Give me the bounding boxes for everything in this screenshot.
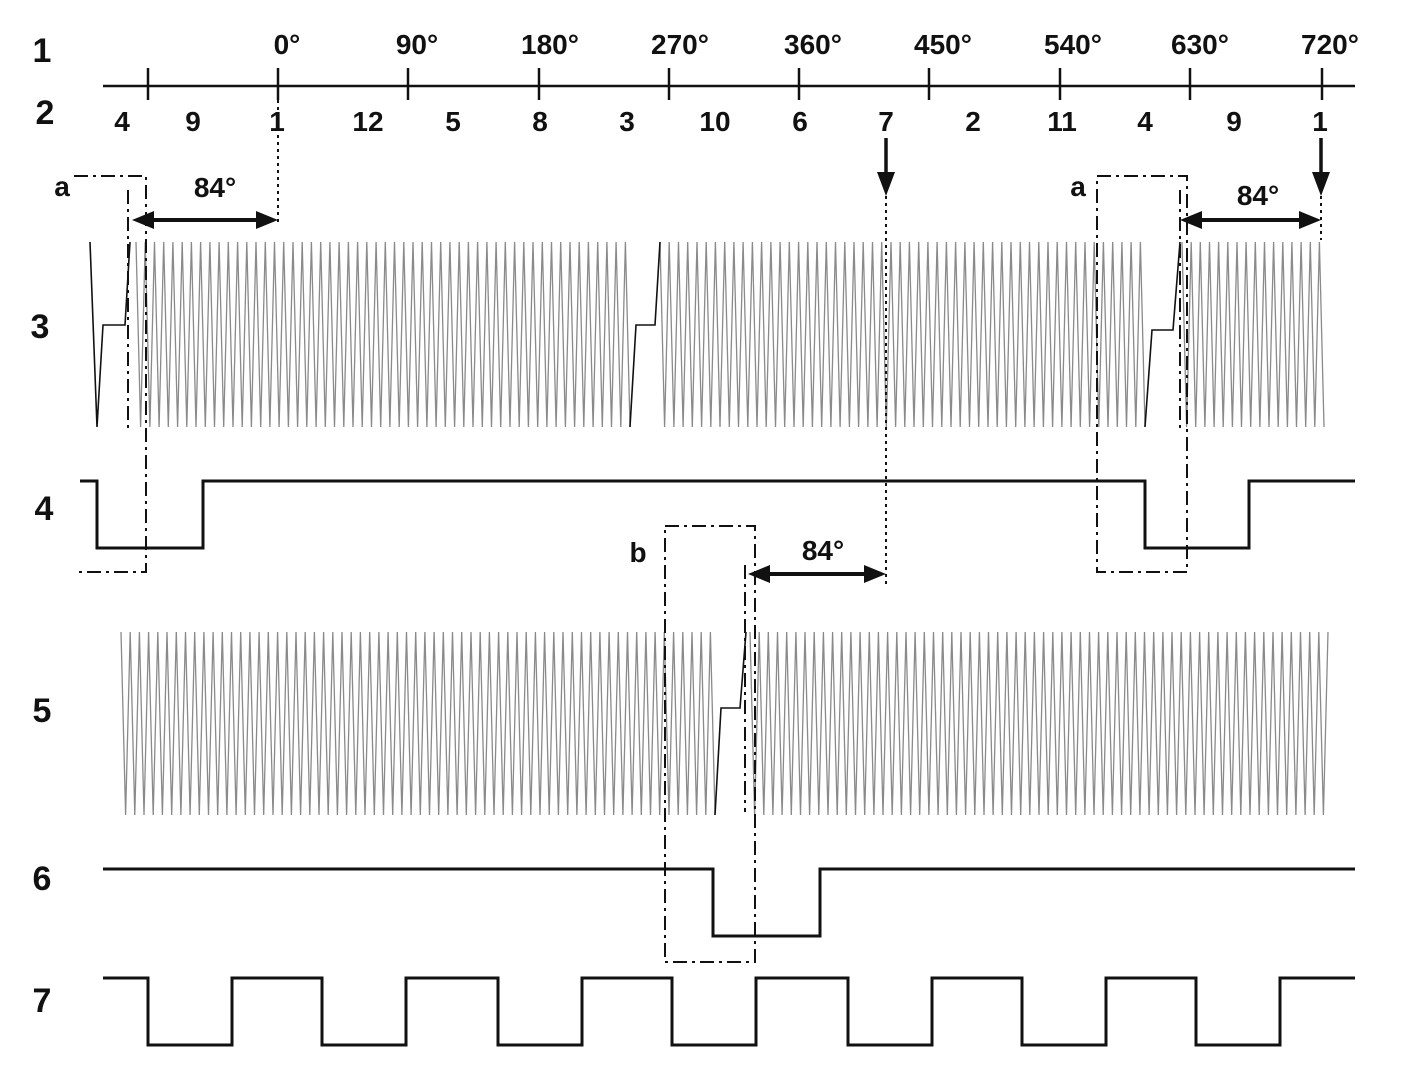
row6-cam-reference-signal (103, 867, 1355, 938)
firing-order-cylinder: 11 (1047, 106, 1077, 137)
dimension-arrow-head (132, 211, 154, 229)
sensor-wave-segment (1181, 241, 1325, 428)
reference-arrow-head (1312, 172, 1330, 196)
firing-order-cylinder: 9 (185, 106, 201, 137)
sensor-wave-segment (120, 631, 716, 816)
row4-crank-reference-signal (80, 479, 1355, 550)
degree-label-450: 450° (914, 29, 972, 60)
sensor-wave-segment (135, 241, 631, 428)
row-label-7: 7 (33, 982, 52, 1020)
row-label-6: 6 (33, 860, 52, 898)
dimension-arrow-head (864, 565, 886, 583)
annotation-labels: 84° 84° 84° a a b (54, 171, 1279, 568)
degree-label-180: 180° (521, 29, 579, 60)
reference-arrow-head (877, 172, 895, 196)
row-labels: 1 2 3 4 5 6 7 (31, 32, 55, 1020)
degree-label-720: 720° (1301, 29, 1359, 60)
row-label-5: 5 (33, 692, 52, 730)
degree-label-540: 540° (1044, 29, 1102, 60)
crankshaft-sensor-waveform (89, 241, 1325, 428)
firing-order-cylinder: 1 (1312, 106, 1328, 137)
firing-order-cylinder: 12 (352, 106, 383, 137)
row-label-4: 4 (35, 490, 54, 528)
crank-degree-labels: 0° 90° 180° 270° 360° 450° 540° 630° 720… (274, 29, 1359, 60)
sensor-wave-segment (659, 241, 1146, 428)
sensor-wave-segment (749, 631, 1329, 816)
firing-order-cylinder: 5 (445, 106, 461, 137)
firing-order-cylinder: 8 (532, 106, 548, 137)
row-label-1: 1 (33, 32, 52, 70)
step-signals (80, 479, 1355, 1047)
dimension-label-b: 84° (802, 535, 844, 566)
degree-label-0: 0° (274, 29, 301, 60)
firing-order-cylinder: 9 (1226, 106, 1242, 137)
sensor-wave-gap (1144, 241, 1181, 428)
dimension-arrow-head (1299, 211, 1321, 229)
camshaft-sensor-waveform (120, 631, 1329, 816)
dimension-arrow-head (256, 211, 278, 229)
firing-order-cylinder: 4 (114, 106, 130, 137)
sensor-wave-gap (629, 241, 661, 428)
reference-arrows (877, 138, 1330, 196)
window-b (664, 525, 756, 963)
marker-a-left: a (54, 171, 70, 202)
sensor-wave-gap (714, 631, 747, 816)
dimension-arrows (132, 211, 1321, 583)
degree-label-360: 360° (784, 29, 842, 60)
marker-a-right: a (1070, 171, 1086, 202)
sensor-wave-gap (89, 241, 131, 428)
firing-order-cylinder: 4 (1137, 106, 1153, 137)
crank-axis (103, 68, 1355, 100)
dimension-arrow-head (1180, 211, 1202, 229)
firing-order-cylinder: 7 (878, 106, 894, 137)
window-a-left (74, 175, 147, 573)
firing-order-cylinder: 10 (699, 106, 730, 137)
row7-square-wave-signal (103, 976, 1355, 1047)
dimension-label-a-right: 84° (1237, 180, 1279, 211)
marker-b: b (629, 537, 646, 568)
row-label-2: 2 (36, 94, 55, 132)
degree-label-90: 90° (396, 29, 438, 60)
firing-order-cylinder: 2 (965, 106, 981, 137)
reference-windows (74, 175, 1188, 963)
dimension-arrow-head (748, 565, 770, 583)
angle-reference-dotted-lines (277, 100, 1322, 585)
dimension-label-a-left: 84° (194, 172, 236, 203)
firing-order-cylinder: 6 (792, 106, 808, 137)
degree-label-270: 270° (651, 29, 709, 60)
row-label-3: 3 (31, 308, 50, 346)
degree-label-630: 630° (1171, 29, 1229, 60)
firing-order-cylinder: 3 (619, 106, 635, 137)
firing-order: 4 9 1 12 5 8 3 10 6 7 2 11 4 9 1 (114, 106, 1328, 137)
